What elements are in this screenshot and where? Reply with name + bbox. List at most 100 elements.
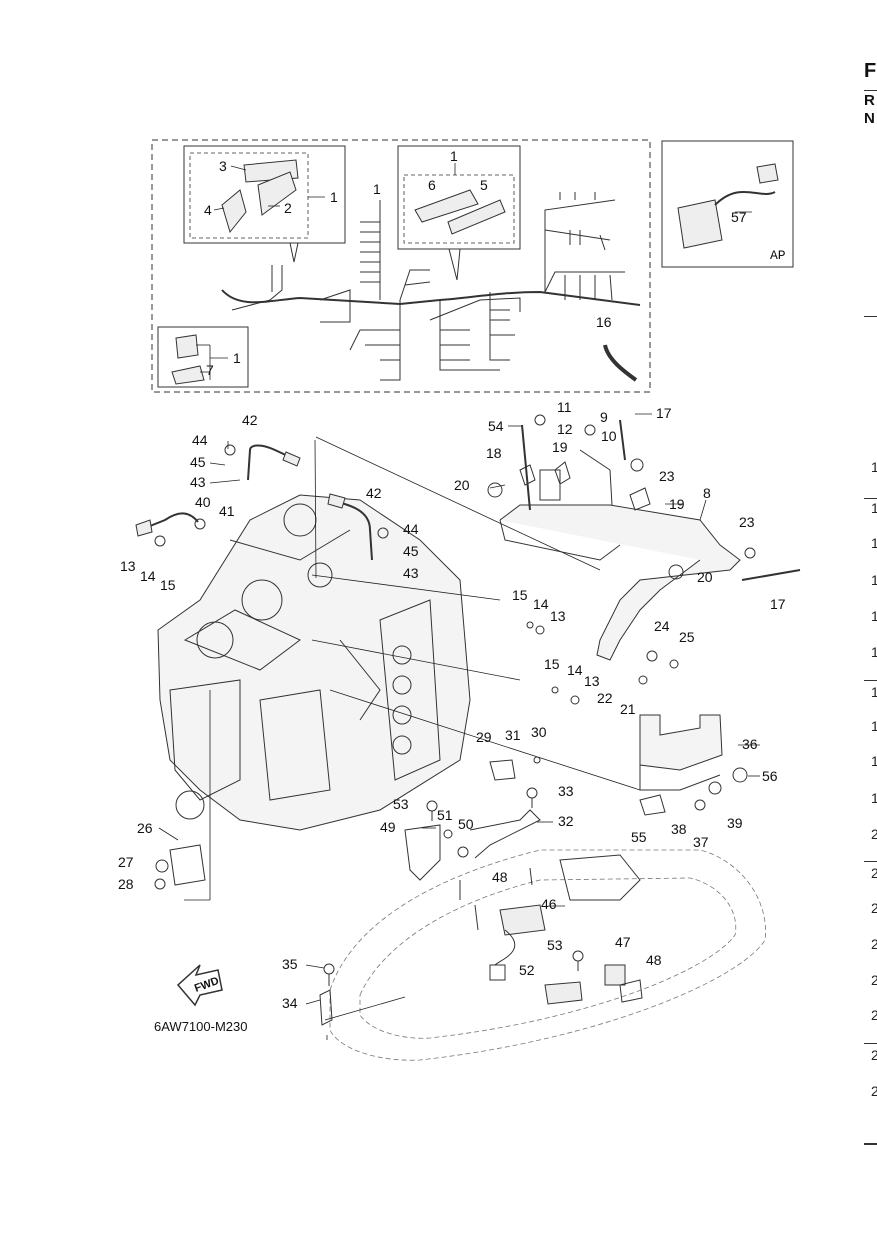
edge-digit: 2 <box>871 865 877 881</box>
callout-4: 4 <box>204 202 212 218</box>
callout-51: 51 <box>437 807 453 823</box>
edge-rule <box>864 1043 877 1044</box>
main-wire-harness <box>221 192 641 382</box>
harness-inset-lower-left <box>157 326 249 388</box>
callout-12: 12 <box>557 421 573 437</box>
edge-digit: 2 <box>871 972 877 988</box>
clamp-26 <box>154 844 206 890</box>
callout-33: 33 <box>558 783 574 799</box>
edge-digit: 1 <box>871 459 877 475</box>
edge-digit: 1 <box>871 684 877 700</box>
callout-25: 25 <box>679 629 695 645</box>
edge-digit: 1 <box>871 718 877 734</box>
edge-digit: 2 <box>871 1047 877 1063</box>
callout-45-a: 45 <box>190 454 206 470</box>
callout-17-a: 17 <box>656 405 672 421</box>
callout-48-a: 48 <box>492 869 508 885</box>
assembly-guide-lines <box>184 436 641 901</box>
callout-53-a: 53 <box>393 796 409 812</box>
callout-20-b: 20 <box>697 569 713 585</box>
callout-46: 46 <box>541 896 557 912</box>
edge-rule <box>864 680 877 681</box>
callout-45-b: 45 <box>403 543 419 559</box>
callout-1-d: 1 <box>233 350 241 366</box>
callout-50: 50 <box>458 816 474 832</box>
ap-inset <box>661 140 794 268</box>
callout-39: 39 <box>727 815 743 831</box>
callout-28: 28 <box>118 876 134 892</box>
callout-6: 6 <box>428 177 436 193</box>
callout-40: 40 <box>195 494 211 510</box>
callout-23-b: 23 <box>739 514 755 530</box>
callout-56: 56 <box>762 768 778 784</box>
harness-group-frame <box>151 139 651 393</box>
edge-digit: 1 <box>871 500 877 516</box>
edge-letter: R <box>864 92 875 109</box>
callout-43-a: 43 <box>190 474 206 490</box>
powerhead-block <box>157 494 471 831</box>
edge-digit: 1 <box>871 535 877 551</box>
callout-9: 9 <box>600 409 608 425</box>
callout-44-b: 44 <box>403 521 419 537</box>
callout-48-b: 48 <box>646 952 662 968</box>
sensor-leads <box>135 444 373 561</box>
callout-13-b: 13 <box>550 608 566 624</box>
callout-27: 27 <box>118 854 134 870</box>
callout-7: 7 <box>206 362 214 378</box>
edge-letter: F <box>864 60 877 82</box>
edge-digit: 2 <box>871 1083 877 1099</box>
callout-2: 2 <box>284 200 292 216</box>
edge-digit: 1 <box>871 644 877 660</box>
callout-1-a: 1 <box>330 189 338 205</box>
callout-22: 22 <box>597 690 613 706</box>
callout-37: 37 <box>693 834 709 850</box>
callout-3: 3 <box>219 158 227 174</box>
callout-38: 38 <box>671 821 687 837</box>
edge-rule <box>864 1143 877 1145</box>
bracket-36 <box>639 714 748 816</box>
ap-label: AP <box>770 248 786 263</box>
edge-digit: 2 <box>871 900 877 916</box>
bottom-cowling <box>319 809 766 1061</box>
callout-24: 24 <box>654 618 670 634</box>
callout-15-c: 15 <box>544 656 560 672</box>
edge-rule <box>864 316 877 317</box>
fasteners-center <box>323 756 584 986</box>
callout-49: 49 <box>380 819 396 835</box>
callout-23-a: 23 <box>659 468 675 484</box>
callout-43-b: 43 <box>403 565 419 581</box>
callout-13-a: 13 <box>120 558 136 574</box>
fwd-arrow: FWD <box>176 964 223 1007</box>
callout-21: 21 <box>620 701 636 717</box>
callout-14-b: 14 <box>533 596 549 612</box>
edge-digit: 2 <box>871 1007 877 1023</box>
callout-35: 35 <box>282 956 298 972</box>
callout-34: 34 <box>282 995 298 1011</box>
edge-rule <box>864 90 877 91</box>
callout-5: 5 <box>480 177 488 193</box>
edge-letter: N <box>864 110 875 127</box>
callout-8: 8 <box>703 485 711 501</box>
callout-30: 30 <box>531 724 547 740</box>
callout-52: 52 <box>519 962 535 978</box>
harness-inset-left <box>183 145 346 263</box>
callout-11: 11 <box>557 399 572 415</box>
callout-labels: 1 1 1 1 2 3 4 5 6 7 16 57 AP 42 44 45 43… <box>118 148 786 1034</box>
callout-1-c: 1 <box>450 148 458 164</box>
callout-26: 26 <box>137 820 153 836</box>
callout-41: 41 <box>219 503 235 519</box>
callout-19-a: 19 <box>552 439 568 455</box>
callout-36: 36 <box>742 736 758 752</box>
edge-digit: 2 <box>871 826 877 842</box>
callout-14-c: 14 <box>567 662 583 678</box>
callout-14-a: 14 <box>140 568 156 584</box>
callout-31: 31 <box>505 727 521 743</box>
callout-44-a: 44 <box>192 432 208 448</box>
callout-16: 16 <box>596 314 612 330</box>
edge-digit: 1 <box>871 572 877 588</box>
callout-10: 10 <box>601 428 617 444</box>
edge-digit: 2 <box>871 936 877 952</box>
harness-inset-center <box>397 145 521 281</box>
